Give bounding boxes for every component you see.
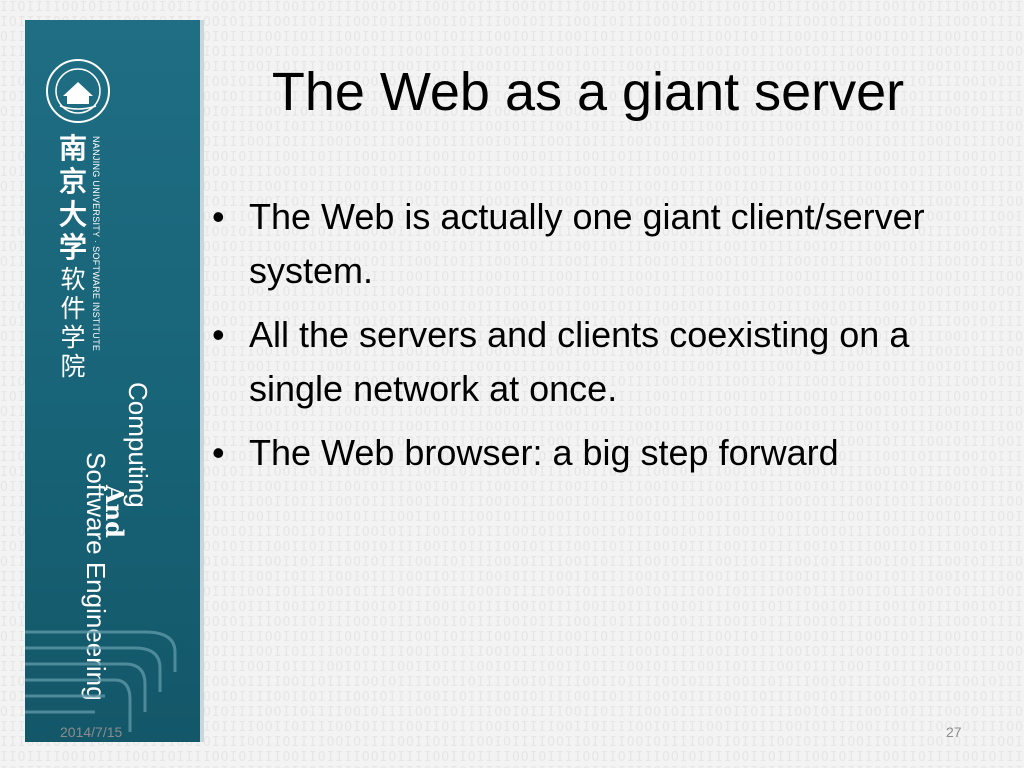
bullet-item: The Web is actually one giant client/ser… xyxy=(212,190,972,298)
sidebar-banner: NANJING UNIVERSITY · SOFTWARE INSTITUTE … xyxy=(25,20,200,742)
university-chinese-name: 南京大学 xyxy=(58,132,87,264)
slide-title: The Web as a giant server xyxy=(271,62,905,122)
university-logo-icon xyxy=(46,59,110,123)
page-number: 27 xyxy=(946,724,962,740)
bullet-list: The Web is actually one giant client/ser… xyxy=(212,190,972,490)
bullet-item: All the servers and clients coexisting o… xyxy=(212,308,972,416)
bullet-item: The Web browser: a big step forward xyxy=(212,426,972,480)
slide-date: 2014/7/15 xyxy=(60,724,123,740)
institute-chinese-name: 软件学院 xyxy=(60,265,86,381)
wave-decoration-icon xyxy=(25,630,177,732)
